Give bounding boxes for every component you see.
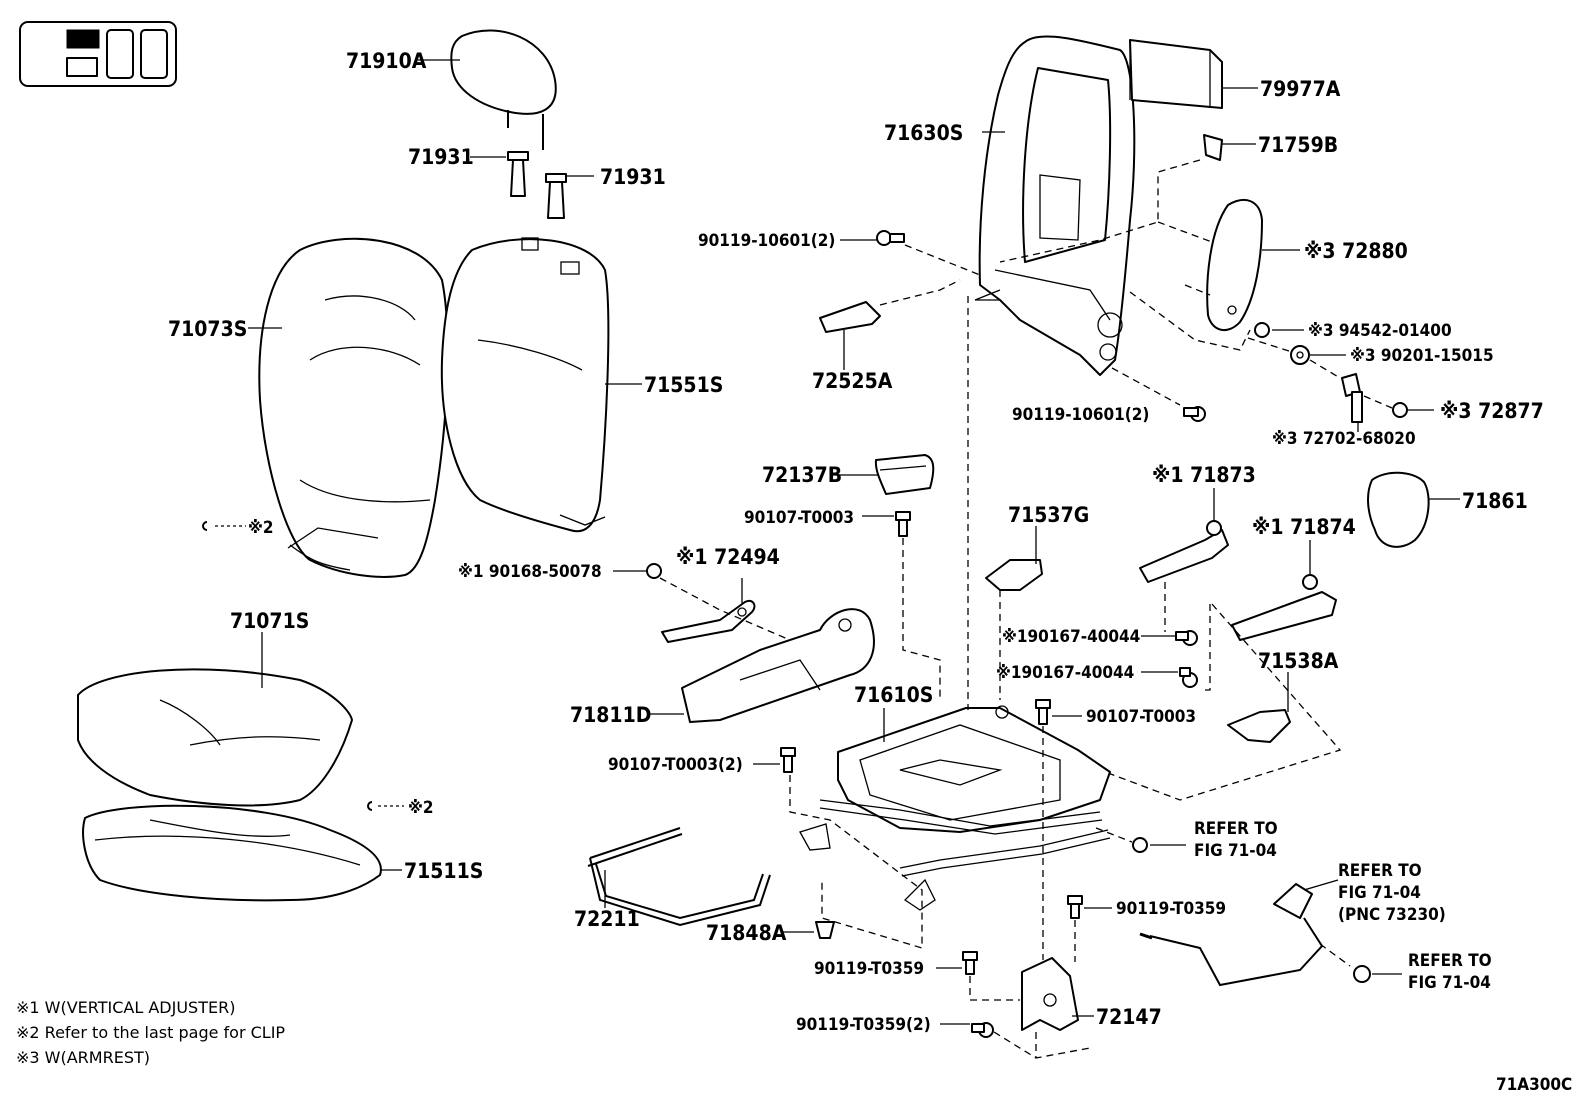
label-clip-note-2: ※2 (408, 798, 434, 818)
refer-2-line-1[interactable]: REFER TO (1338, 861, 1422, 881)
figure-code: 71A300C (1496, 1075, 1572, 1095)
label-90167-40044-upper: ※190167-40044 (1002, 627, 1140, 647)
label-90119-10601-upper: 90119-10601(2) (698, 231, 835, 251)
cap-72877-part (1392, 402, 1408, 418)
seatback-frame-part (974, 35, 1136, 376)
bolt-90119-upper-part (876, 230, 905, 246)
bolt-90119-T0359-mid-part (962, 951, 978, 975)
label-71873: ※1 71873 (1152, 463, 1256, 487)
label-94542-01400: ※3 94542-01400 (1308, 321, 1452, 341)
label-90107-T0003-right: 90107-T0003 (1086, 707, 1196, 727)
label-72877: ※3 72877 (1440, 399, 1544, 423)
bolt-90107-right-part (1035, 699, 1051, 725)
bolt-90167-upper-part (1175, 630, 1198, 646)
refer-2-line-2[interactable]: FIG 71-04 (1338, 883, 1421, 903)
bolt-72702-part (1341, 373, 1363, 423)
label-72137B: 72137B (762, 463, 842, 487)
label-90168-50078: ※1 90168-50078 (458, 562, 602, 582)
label-90107-T0003-2: 90107-T0003(2) (608, 755, 743, 775)
refer-1-line-2[interactable]: FIG 71-04 (1194, 841, 1277, 861)
bolt-90107-left-part (780, 747, 796, 773)
seat-frame-part (799, 705, 1111, 911)
clip-icon-2 (367, 801, 373, 811)
recliner-handle-part (661, 599, 756, 643)
label-79977A: 79977A (1260, 77, 1341, 101)
refer-2-line-3[interactable]: (PNC 73230) (1338, 905, 1446, 925)
label-90201-15015: ※3 90201-15015 (1350, 346, 1494, 366)
headrest-part (450, 29, 557, 150)
seatback-pad-part (440, 237, 610, 533)
seatback-cover-part (258, 237, 449, 578)
side-shield-part (681, 608, 875, 723)
clip-71759B-part (1203, 134, 1223, 161)
label-72494: ※1 72494 (676, 545, 780, 569)
label-71861: 71861 (1462, 489, 1528, 513)
legend: ※1 W(VERTICAL ADJUSTER) ※2 Refer to the … (16, 998, 285, 1067)
label-71071S: 71071S (230, 609, 309, 633)
label-72211: 72211 (574, 907, 640, 931)
bolt-90119-T0359-right-part (1067, 895, 1083, 919)
box-79977A-part (1129, 39, 1223, 109)
bolt-90119-lower-part (1183, 406, 1206, 422)
screw-90168-part (646, 563, 662, 579)
cushion-cover-part (77, 668, 353, 807)
seatbelt-buckle-part (1139, 883, 1324, 987)
lever-71874-part (1231, 574, 1337, 641)
bolt-90167-lower-part (1179, 667, 1198, 688)
label-71630S: 71630S (884, 121, 963, 145)
lever-71873-part (1139, 520, 1229, 583)
clip-71848A-part (815, 921, 835, 939)
label-90119-T0359-2: 90119-T0359(2) (796, 1015, 931, 1035)
label-71910A: 71910A (346, 49, 427, 73)
label-90119-T0359-mid: 90119-T0359 (814, 959, 924, 979)
legend-note-2: ※2 Refer to the last page for CLIP (16, 1023, 285, 1042)
bracket-71538A-part (1227, 709, 1291, 743)
cushion-pad-part (82, 804, 382, 902)
bolt-90119-T0359-lower-part (971, 1022, 994, 1038)
label-71537G: 71537G (1008, 503, 1089, 527)
nut-refer-1-part (1132, 837, 1148, 853)
nut-90201-part (1290, 345, 1310, 365)
headrest-guide-part (507, 151, 567, 219)
label-71610S: 71610S (854, 683, 933, 707)
vehicle-location-icon (19, 21, 177, 87)
nut-refer-3-part (1353, 965, 1371, 983)
label-72880: ※3 72880 (1304, 239, 1408, 263)
label-71551S: 71551S (644, 373, 723, 397)
legend-note-3: ※3 W(ARMREST) (16, 1048, 150, 1067)
bolt-90107-upper-part (895, 511, 911, 537)
bracket-71537G-part (985, 559, 1043, 591)
label-71538A: 71538A (1258, 649, 1339, 673)
label-72147: 72147 (1096, 1005, 1162, 1029)
label-72525A: 72525A (812, 369, 893, 393)
armrest-part (1206, 199, 1263, 331)
label-90119-10601-lower: 90119-10601(2) (1012, 405, 1149, 425)
hinge-cover-part (874, 454, 935, 495)
label-90167-40044-lower: ※190167-40044 (996, 663, 1134, 683)
legend-note-1: ※1 W(VERTICAL ADJUSTER) (16, 998, 235, 1017)
recliner-cover-part (819, 301, 881, 333)
label-90119-T0359-right: 90119-T0359 (1116, 899, 1226, 919)
knob-71861-part (1367, 471, 1430, 548)
clip-icon (202, 521, 208, 531)
label-71848A: 71848A (706, 921, 787, 945)
refer-3-line-2[interactable]: FIG 71-04 (1408, 973, 1491, 993)
label-72702-68020: ※3 72702-68020 (1272, 429, 1416, 449)
bracket-72147-part (1021, 957, 1079, 1031)
label-71874: ※1 71874 (1252, 515, 1356, 539)
refer-1-line-1[interactable]: REFER TO (1194, 819, 1278, 839)
label-71073S: 71073S (168, 317, 247, 341)
label-clip-note-1: ※2 (248, 518, 274, 538)
label-71759B: 71759B (1258, 133, 1338, 157)
label-90107-T0003-upper: 90107-T0003 (744, 508, 854, 528)
label-71511S: 71511S (404, 859, 483, 883)
label-71931-left: 71931 (408, 145, 474, 169)
refer-3-line-1[interactable]: REFER TO (1408, 951, 1492, 971)
label-71931-right: 71931 (600, 165, 666, 189)
seat-spring-part (587, 827, 771, 927)
label-71811D: 71811D (570, 703, 651, 727)
washer-94542-part (1254, 322, 1270, 338)
